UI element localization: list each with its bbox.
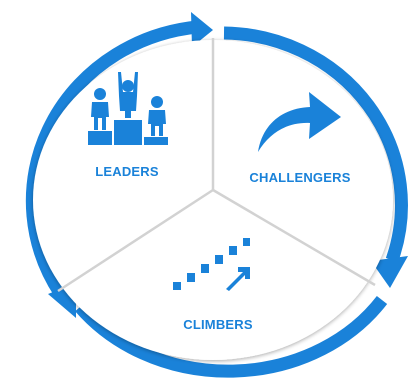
ring-arc-left — [25, 20, 198, 297]
divider-left — [57, 188, 214, 293]
curved-arrow-icon — [258, 92, 341, 152]
stairs-icon — [173, 238, 250, 291]
divider-right — [212, 188, 376, 287]
segment-label-climbers: CLIMBERS — [183, 317, 253, 332]
podium-icon — [88, 72, 168, 145]
arrow-head-top-icon — [191, 12, 213, 47]
arrow-head-right-icon — [371, 256, 408, 288]
pie-dividers — [57, 38, 376, 293]
ring-arc-bottom — [75, 296, 388, 378]
segment-label-leaders: LEADERS — [95, 164, 159, 179]
cycle-ring — [25, 20, 408, 378]
segment-label-challengers: CHALLENGERS — [249, 170, 350, 185]
ring-arc-right — [223, 26, 408, 263]
